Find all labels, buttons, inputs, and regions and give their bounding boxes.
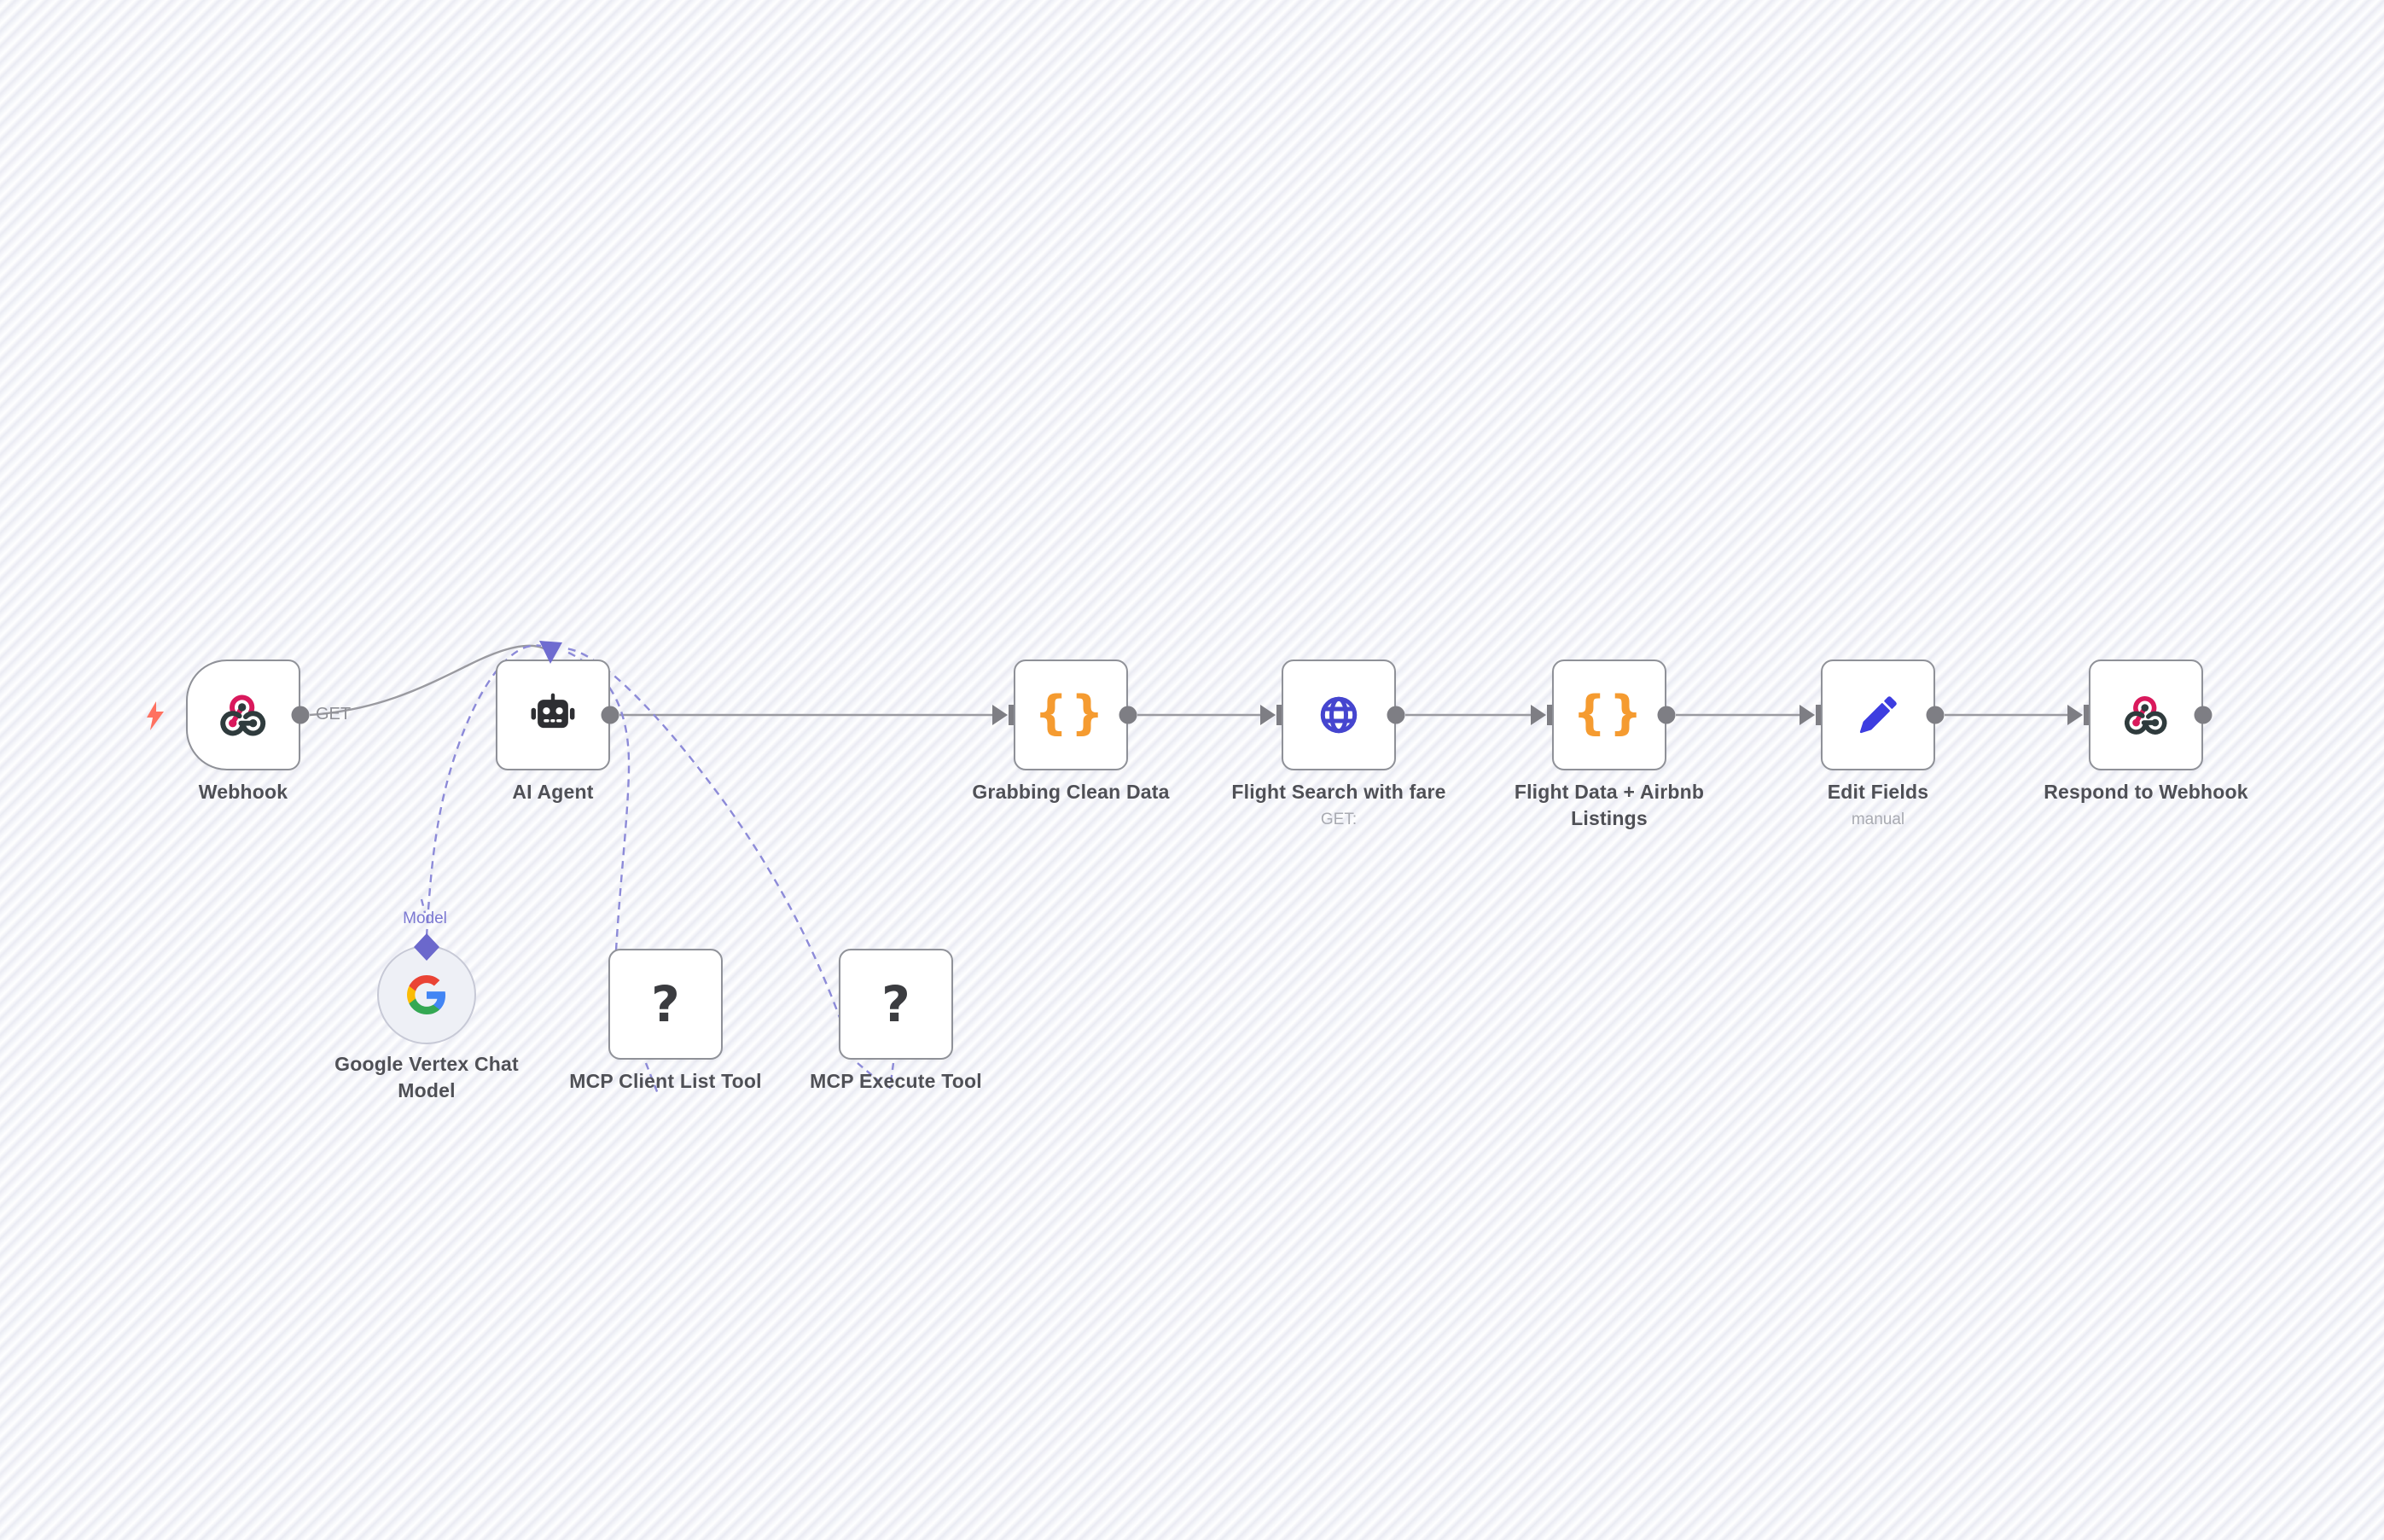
node-label-ai-agent: AI Agent [512,781,594,803]
node-label-webhook: Webhook [198,781,288,803]
node-flight-search-with-fare[interactable] [1282,660,1396,770]
node-label-edit-fields: Edit Fields [1827,781,1929,803]
node-grabbing-clean-data[interactable]: {} [1014,660,1128,770]
node-label-flight-search: Flight Search with fare [1231,781,1446,803]
node-label-grabbing-clean-data: Grabbing Clean Data [972,781,1170,803]
input-connector-edit-fields[interactable] [1800,705,1821,725]
trigger-bolt-icon [147,701,164,730]
subnode-label-mcp-client-list-tool: MCP Client List Tool [569,1070,762,1092]
subnode-mcp-client-list-tool[interactable]: ? [608,949,723,1060]
node-label-respond-to-webhook: Respond to Webhook [2044,781,2248,803]
subnode-google-vertex-chat-model[interactable] [377,945,476,1044]
node-label-flight-data-airbnb: Flight Data + Airbnb Listings [1514,781,1705,829]
node-flight-data-airbnb-listings[interactable]: {} [1552,660,1666,770]
webhook-icon [2124,696,2167,735]
webhook-icon [220,694,266,736]
input-connector-flight-search[interactable] [1260,705,1282,725]
pencil-icon [1859,696,1897,734]
node-subtitle-edit-fields: manual [1851,811,1905,828]
node-ai-agent[interactable] [496,660,610,770]
node-webhook[interactable] [186,660,300,770]
globe-icon [1320,696,1358,734]
input-connector-respond-to-webhook[interactable] [2067,705,2089,725]
subnode-label-mcp-execute-tool: MCP Execute Tool [810,1070,982,1092]
input-connector-grabbing-clean-data[interactable] [992,705,1014,725]
question-mark-icon: ? [651,975,680,1033]
google-g-icon [407,975,446,1014]
node-edit-fields[interactable] [1821,660,1935,770]
code-braces-icon: {} [1573,685,1646,740]
robot-icon [531,693,575,729]
node-respond-to-webhook[interactable] [2089,660,2203,770]
input-connector-flight-data[interactable] [1531,705,1552,725]
webhook-output-label: GET [316,705,352,724]
subnode-mcp-execute-tool[interactable]: ? [839,949,953,1060]
question-mark-icon: ? [881,975,910,1033]
model-connection-label: Model [403,909,447,927]
subnode-label-google-vertex-chat-model: Google Vertex Chat Model [334,1053,519,1101]
node-subtitle-flight-search: GET: [1320,811,1358,828]
code-braces-icon: {} [1034,685,1108,740]
